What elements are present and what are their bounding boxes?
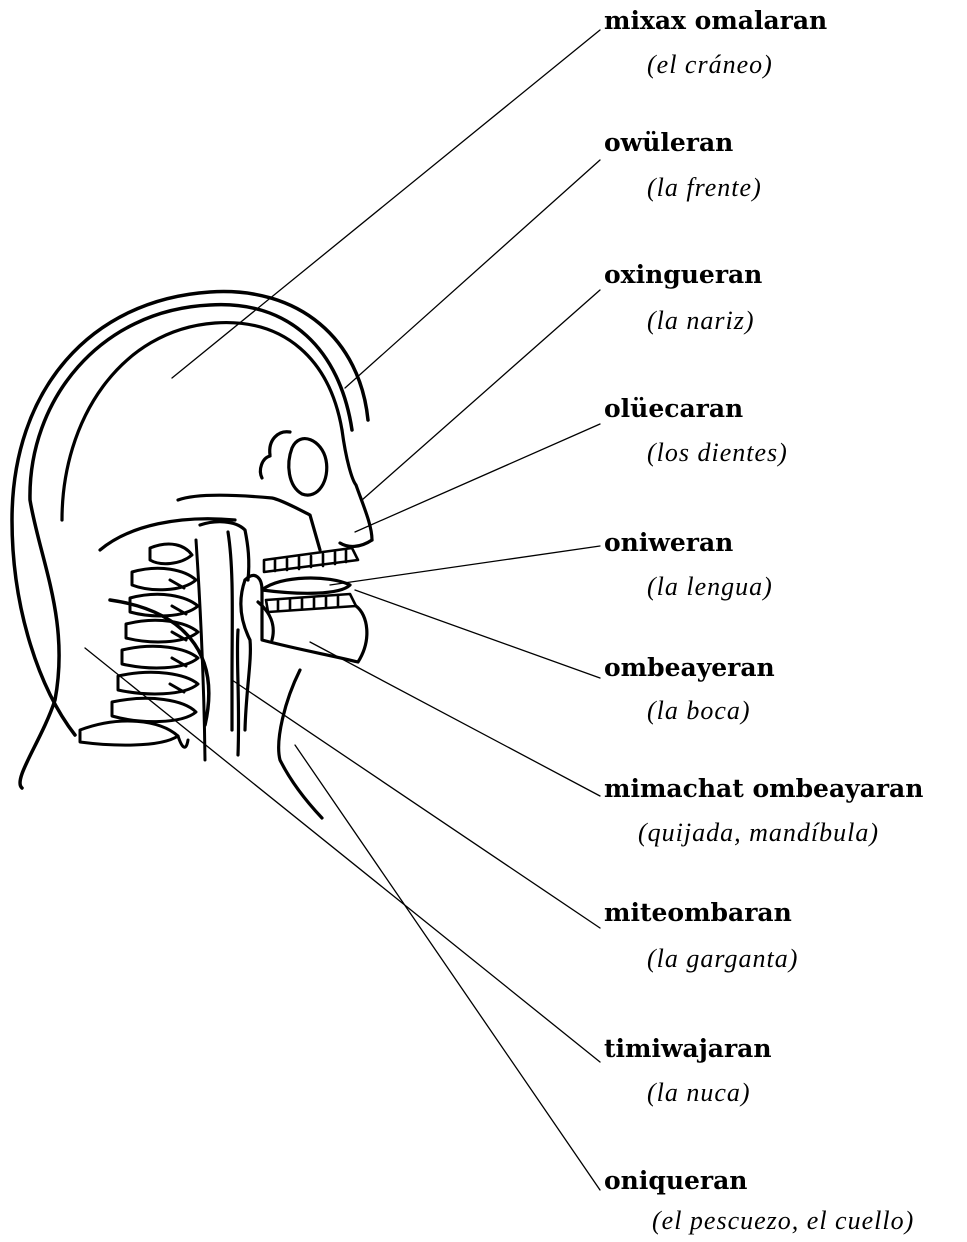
label-teeth-gloss: (los dientes) (647, 438, 788, 468)
label-mouth-gloss: (la boca) (647, 696, 751, 726)
label-skull-term: mixax omalaran (604, 6, 827, 36)
label-jaw-gloss: (quijada, mandíbula) (638, 818, 879, 848)
label-jaw-term: mimachat ombeayaran (604, 774, 923, 804)
eye-socket (289, 439, 327, 495)
label-forehead-term: owüleran (604, 128, 733, 158)
label-teeth-term: olüecaran (604, 394, 743, 424)
label-nose-gloss: (la nariz) (647, 306, 755, 336)
label-tongue-gloss: (la lengua) (647, 572, 773, 602)
teeth (264, 548, 358, 612)
label-neck-gloss: (el pescuezo, el cuello) (652, 1206, 914, 1236)
label-mouth-term: ombeayeran (604, 653, 775, 683)
leader-lines (85, 30, 600, 1190)
leader-forehead (345, 160, 600, 388)
leader-throat (232, 680, 600, 928)
label-forehead-gloss: (la frente) (647, 173, 762, 203)
leader-nose (362, 290, 600, 500)
leader-teeth (355, 424, 600, 532)
label-tongue-term: oniweran (604, 528, 733, 558)
tongue (262, 578, 350, 593)
label-nape-gloss: (la nuca) (647, 1078, 751, 1108)
label-skull-gloss: (el cráneo) (647, 50, 773, 80)
leader-tongue (330, 546, 600, 585)
label-nape-term: timiwajaran (604, 1034, 772, 1064)
label-nose-term: oxingueran (604, 260, 762, 290)
leader-mouth (355, 590, 600, 678)
mandible (245, 575, 367, 662)
leader-neck (295, 745, 600, 1190)
leader-jaw (310, 642, 600, 796)
leader-nape (85, 648, 600, 1062)
leader-skull (172, 30, 600, 378)
cervical-spine (80, 540, 205, 760)
label-neck-term: oniqueran (604, 1166, 747, 1196)
label-throat-gloss: (la garganta) (647, 944, 798, 974)
label-throat-term: miteombaran (604, 898, 792, 928)
